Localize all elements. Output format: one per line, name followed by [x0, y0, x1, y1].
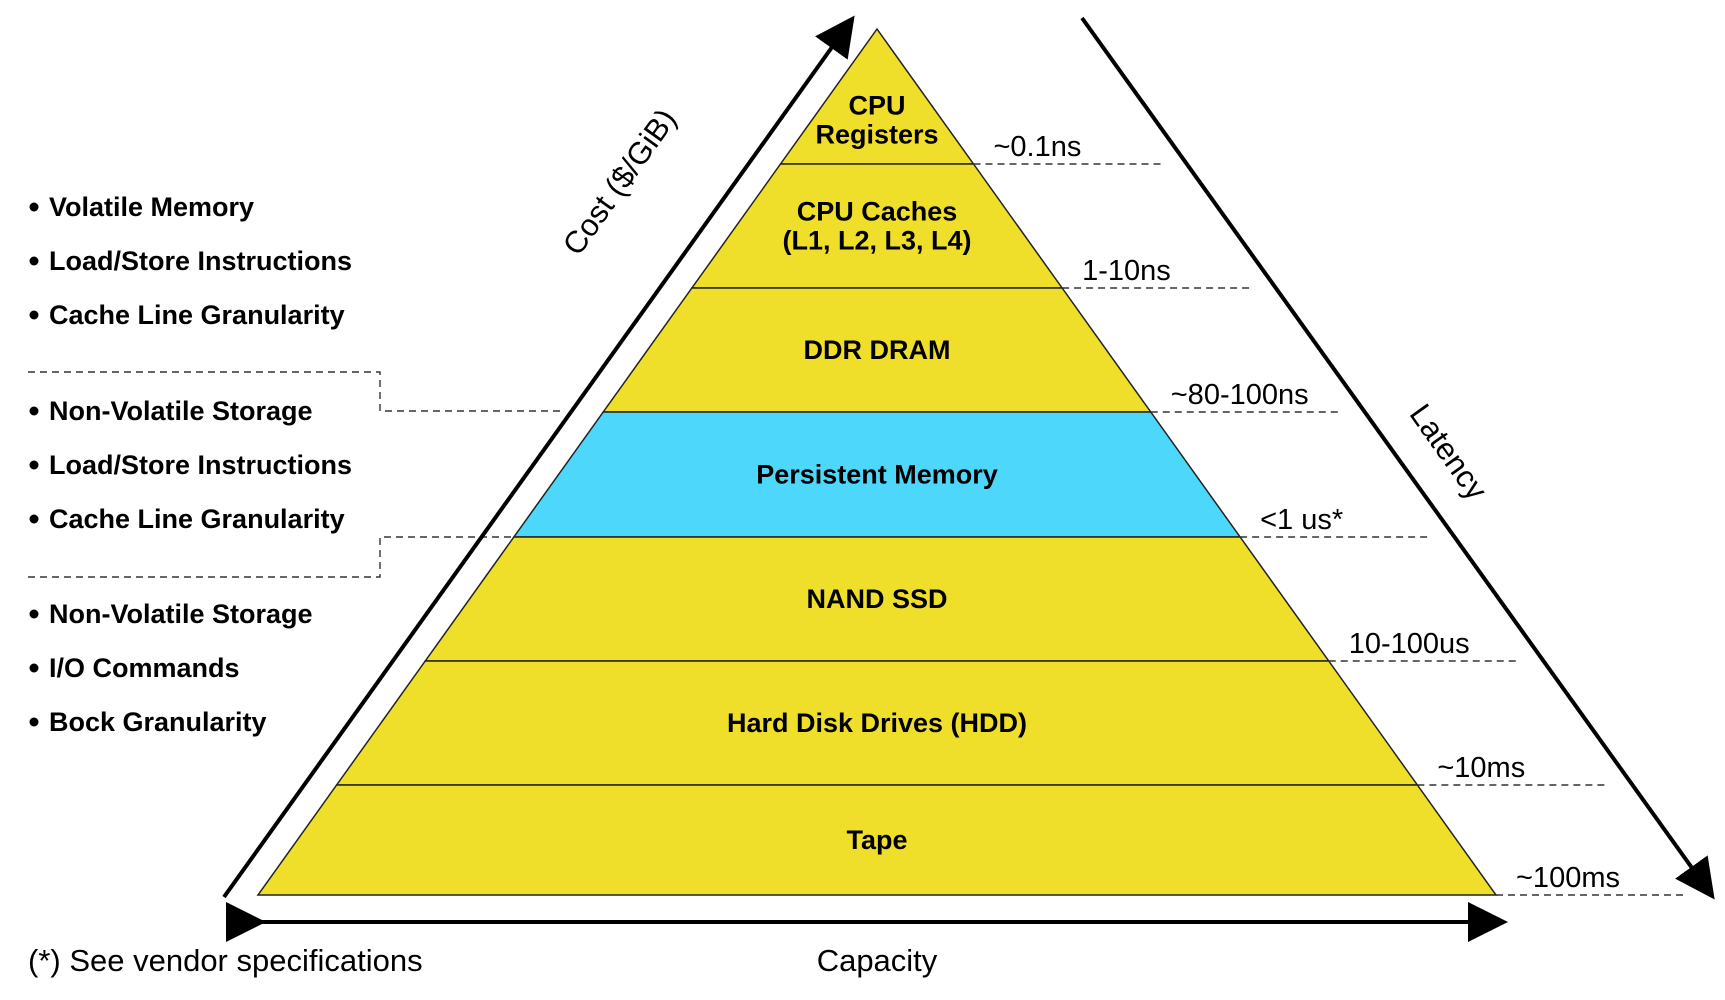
tier-label: DDR DRAM — [804, 335, 951, 365]
bullet-item: Load/Store Instructions — [49, 450, 352, 480]
tier-label: (L1, L2, L3, L4) — [782, 226, 971, 256]
tier-label: Persistent Memory — [756, 460, 998, 490]
latency-axis-label: Latency — [1403, 398, 1495, 507]
bullet-dot — [29, 256, 39, 266]
footnote: (*) See vendor specifications — [28, 943, 423, 978]
cost-axis-label: Cost ($/GiB) — [556, 102, 684, 261]
tier-label: CPU — [848, 91, 905, 121]
bullet-dot — [29, 514, 39, 524]
bullet-dot — [29, 202, 39, 212]
latency-label: 10-100us — [1349, 628, 1470, 660]
bullet-item: Bock Granularity — [49, 707, 267, 737]
separator-lower — [28, 536, 518, 578]
latency-label: ~100ms — [1516, 862, 1620, 894]
bullet-dot — [29, 310, 39, 320]
group-separators — [28, 371, 564, 578]
bullet-item: Cache Line Granularity — [49, 300, 345, 330]
separator-upper — [28, 371, 564, 412]
latency-label: ~0.1ns — [993, 131, 1081, 163]
latency-axis-arrow — [1080, 16, 1715, 900]
bullet-item: Non-Volatile Storage — [49, 396, 313, 426]
bullet-item: Cache Line Granularity — [49, 504, 345, 534]
tier-label: Registers — [815, 120, 938, 150]
latency-label: ~10ms — [1437, 752, 1525, 784]
bullet-item: Volatile Memory — [49, 192, 254, 222]
bullet-dot — [29, 717, 39, 727]
tier-label: Tape — [846, 825, 907, 855]
latency-guides: ~0.1ns 1-10ns ~80-100ns <1 us* 10-100us ~10ms… — [973, 131, 1685, 896]
latency-label: <1 us* — [1260, 504, 1343, 536]
bullet-dot — [29, 406, 39, 416]
latency-label: ~80-100ns — [1171, 379, 1309, 411]
bullet-item: I/O Commands — [49, 653, 240, 683]
capacity-axis-label: Capacity — [817, 943, 938, 978]
tier-label: CPU Caches — [797, 197, 958, 227]
bullet-dot — [29, 663, 39, 673]
bullet-item: Non-Volatile Storage — [49, 599, 313, 629]
latency-label: 1-10ns — [1082, 255, 1171, 287]
tier-label: Hard Disk Drives (HDD) — [727, 708, 1027, 738]
bullet-dot — [29, 460, 39, 470]
cost-axis-arrow — [222, 15, 855, 899]
bullet-dot — [29, 609, 39, 619]
bullet-item: Load/Store Instructions — [49, 246, 352, 276]
tier-label: NAND SSD — [806, 584, 947, 614]
